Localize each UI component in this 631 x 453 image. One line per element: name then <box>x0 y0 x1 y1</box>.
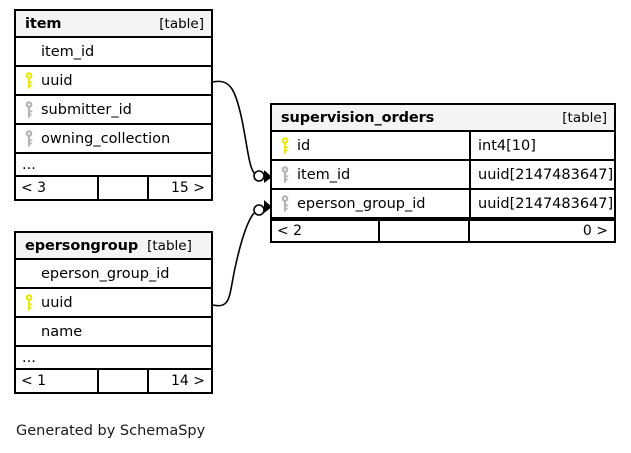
parents-count[interactable]: < 1 <box>16 370 99 392</box>
foreign-key-icon <box>281 195 289 212</box>
cardinality-zero-circle <box>253 170 265 182</box>
column-name: name <box>41 323 83 340</box>
children-count[interactable]: 0 > <box>582 223 608 239</box>
table-row[interactable]: eperson_group_id uuid[2147483647] <box>272 190 614 219</box>
table-item-name: item <box>25 15 62 32</box>
foreign-key-icon <box>25 101 33 118</box>
column-cell: name <box>16 318 211 345</box>
column-name: eperson_group_id <box>41 265 170 282</box>
table-row[interactable]: submitter_id <box>16 96 211 125</box>
column-cell: eperson_group_id <box>272 190 469 217</box>
relationship-item-to-supervision-orders <box>212 80 272 183</box>
table-row[interactable]: eperson_group_id <box>16 260 211 289</box>
column-type: uuid[2147483647] <box>469 190 614 217</box>
table-item-footer: < 3 15 > <box>16 177 211 199</box>
table-epersongroup-kind: [table] <box>147 237 192 254</box>
parents-count[interactable]: < 2 <box>272 221 380 241</box>
footer-spacer <box>99 177 149 199</box>
table-row[interactable]: name <box>16 318 211 347</box>
foreign-key-icon <box>281 166 289 183</box>
table-item-kind: [table] <box>159 15 204 32</box>
table-supervision-orders-name: supervision_orders <box>281 109 435 126</box>
table-epersongroup[interactable]: epersongroup [table] eperson_group_id uu… <box>14 231 213 394</box>
column-name: owning_collection <box>41 130 171 147</box>
column-name: uuid <box>41 72 73 89</box>
column-type: uuid[2147483647] <box>469 161 614 188</box>
primary-key-icon <box>25 72 33 89</box>
column-name: item_id <box>41 43 95 60</box>
table-row[interactable]: item_id uuid[2147483647] <box>272 161 614 190</box>
more-columns-indicator: ... <box>16 347 211 370</box>
column-cell: submitter_id <box>16 96 211 123</box>
table-supervision-orders-header: supervision_orders [table] <box>272 105 614 132</box>
table-row[interactable]: id int4[10] <box>272 132 614 161</box>
column-name: submitter_id <box>41 101 132 118</box>
column-cell: uuid <box>16 67 211 94</box>
table-epersongroup-footer: < 1 14 > <box>16 370 211 392</box>
column-cell: eperson_group_id <box>16 260 211 287</box>
table-row[interactable]: uuid <box>16 289 211 318</box>
column-name: eperson_group_id <box>297 195 426 212</box>
foreign-key-icon <box>25 130 33 147</box>
generator-note: Generated by SchemaSpy <box>16 423 206 439</box>
table-supervision-orders[interactable]: supervision_orders [table] id int4[10] <box>270 103 616 243</box>
table-item[interactable]: item [table] item_id uuid <box>14 9 213 201</box>
table-row[interactable]: owning_collection <box>16 125 211 154</box>
table-row[interactable]: uuid <box>16 67 211 96</box>
table-supervision-orders-footer: < 2 0 > <box>272 219 614 241</box>
cardinality-zero-circle <box>253 204 265 216</box>
table-epersongroup-name: epersongroup <box>25 237 139 254</box>
footer-spacer <box>99 370 149 392</box>
column-cell: id <box>272 132 469 159</box>
column-cell: item_id <box>16 38 211 65</box>
column-name: item_id <box>297 166 351 183</box>
column-cell: uuid <box>16 289 211 316</box>
primary-key-icon <box>25 294 33 311</box>
table-row[interactable]: item_id <box>16 38 211 67</box>
children-count[interactable]: 15 > <box>171 180 205 196</box>
column-cell: item_id <box>272 161 469 188</box>
parents-count[interactable]: < 3 <box>16 177 99 199</box>
column-cell: owning_collection <box>16 125 211 152</box>
column-name: id <box>297 137 311 154</box>
more-columns-indicator: ... <box>16 154 211 177</box>
footer-spacer <box>380 221 470 241</box>
primary-key-icon <box>281 137 289 154</box>
children-count[interactable]: 14 > <box>171 373 205 389</box>
relationship-epersongroup-to-supervision-orders <box>212 200 272 307</box>
column-name: uuid <box>41 294 73 311</box>
table-item-header: item [table] <box>16 11 211 38</box>
column-type: int4[10] <box>469 132 614 159</box>
table-supervision-orders-kind: [table] <box>562 109 607 126</box>
table-epersongroup-header: epersongroup [table] <box>16 233 211 260</box>
